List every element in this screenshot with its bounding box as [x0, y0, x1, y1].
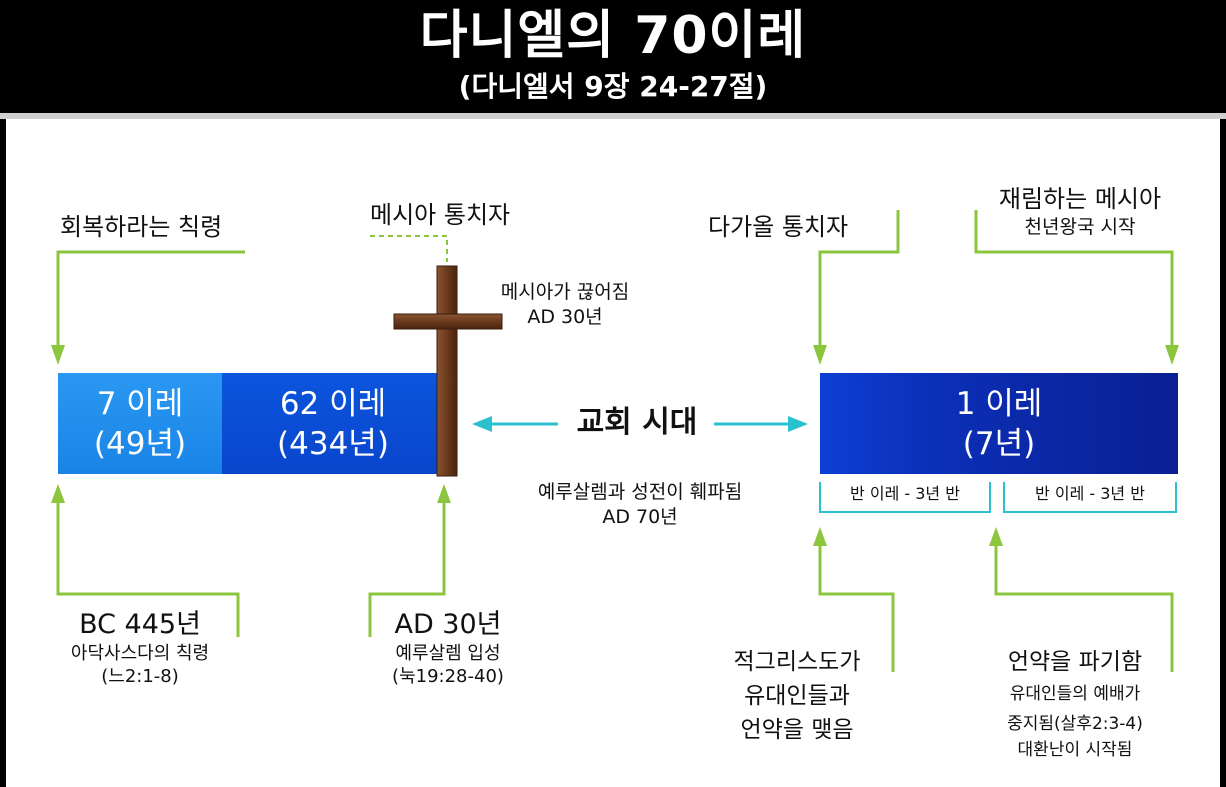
box-62-weeks [222, 373, 444, 474]
messiah-cut-off-label: 메시아가 끊어짐 AD 30년 [470, 280, 660, 330]
jerusalem-destroyed-text: 예루살렘과 성전이 훼파됨 [537, 481, 743, 503]
restore-decree-label: 회복하라는 칙령 [60, 213, 223, 241]
left-frame-border [0, 0, 6, 787]
box-1-week-label: 1 이레 [955, 386, 1043, 422]
arrowhead-ad30 [437, 484, 451, 503]
jerusalem-destroyed-date: AD 70년 [602, 506, 678, 528]
antichrist-line-1: 적그리스도가 [733, 649, 861, 675]
arrow-covenant-broken [994, 545, 1174, 672]
coming-ruler-label: 다가올 통치자 [708, 213, 849, 241]
arrow-bc445 [56, 502, 240, 637]
artaxerxes-decree-text: 아닥사스다의 칙령 [70, 643, 210, 664]
messiah-ruler-dashed-line [370, 235, 448, 262]
arrowhead-restore [51, 345, 65, 365]
arrowhead-bc445 [51, 484, 65, 503]
box-62-weeks-label: 62 이레 [279, 386, 387, 422]
ad30-text: AD 30년 [394, 609, 502, 640]
arrowhead-coming-ruler [813, 345, 827, 365]
ad30-label: AD 30년 예루살렘 입성 (눅19:28-40) [362, 608, 534, 688]
page-subtitle: (다니엘서 9장 24-27절) [458, 70, 768, 103]
antichrist-line-2: 유대인들과 [744, 683, 850, 709]
arrow-coming-ruler [818, 210, 900, 347]
arrow-antichrist [818, 545, 895, 672]
box-1-week-text: 1 이레 (7년) [820, 384, 1178, 464]
half-week-left-label: 반 이레 - 3년 반 [850, 484, 960, 503]
antichrist-line-3: 언약을 맺음 [740, 717, 854, 743]
box-62-weeks-years: (434년) [277, 426, 389, 462]
messiah-cut-off-date: AD 30년 [527, 306, 603, 328]
box-62-weeks-text: 62 이레 (434년) [222, 384, 444, 464]
header-bar: 다니엘의 70이레 (다니엘서 9장 24-27절) [0, 0, 1226, 119]
messiah-ruler-label: 메시아 통치자 [370, 201, 511, 229]
arrow-ad30 [368, 502, 446, 637]
worship-line-1: 유대인들의 예배가 [1009, 684, 1141, 704]
box-7-weeks-years: (49년) [93, 426, 187, 462]
millennium-start-text: 천년왕국 시작 [1024, 216, 1136, 238]
box-7-weeks-text: 7 이레 (49년) [58, 384, 222, 464]
arrow-returning-messiah [974, 210, 1174, 347]
covenant-broken-text: 언약을 파기함 [1007, 649, 1143, 675]
half-week-right-label: 반 이레 - 3년 반 [1035, 484, 1145, 503]
box-7-weeks [58, 373, 222, 474]
arrowhead-antichrist [813, 527, 827, 546]
box-1-week [820, 373, 1178, 474]
church-age-arrow [472, 416, 808, 432]
box-7-weeks-label: 7 이레 [96, 386, 184, 422]
antichrist-label: 적그리스도가 유대인들과 언약을 맺음 [712, 645, 882, 747]
bc445-text: BC 445년 [79, 609, 201, 640]
bracket-half-left [819, 482, 991, 513]
nehemiah-ref-text: (느2:1-8) [101, 666, 179, 687]
jerusalem-entry-text: 예루살렘 입성 [395, 643, 501, 664]
box-1-week-years: (7년) [962, 426, 1036, 462]
covenant-broken-label: 언약을 파기함 유대인들의 예배가 중지됨(살후2:3-4) 대환난이 시작됨 [985, 645, 1165, 761]
jerusalem-destroyed-label: 예루살렘과 성전이 훼파됨 AD 70년 [480, 480, 800, 530]
right-frame-border [1220, 0, 1226, 787]
returning-messiah-label: 재림하는 메시아 천년왕국 시작 [975, 184, 1185, 240]
returning-messiah-text: 재림하는 메시아 [998, 185, 1162, 213]
arrowhead-returning-messiah [1165, 345, 1179, 365]
arrow-restore-decree [56, 250, 245, 347]
bracket-half-right [1003, 482, 1177, 513]
messiah-cut-off-text: 메시아가 끊어짐 [500, 281, 630, 303]
page-title: 다니엘의 70이레 [419, 6, 807, 66]
cross-icon [393, 265, 503, 477]
bc445-label: BC 445년 아닥사스다의 칙령 (느2:1-8) [50, 608, 230, 688]
church-age-label: 교회 시대 [576, 405, 698, 440]
worship-line-3: 대환난이 시작됨 [1017, 740, 1133, 760]
worship-line-2: 중지됨(살후2:3-4) [1007, 714, 1143, 734]
arrowhead-covenant-broken [989, 527, 1003, 546]
luke-ref-text: (눅19:28-40) [392, 666, 504, 687]
